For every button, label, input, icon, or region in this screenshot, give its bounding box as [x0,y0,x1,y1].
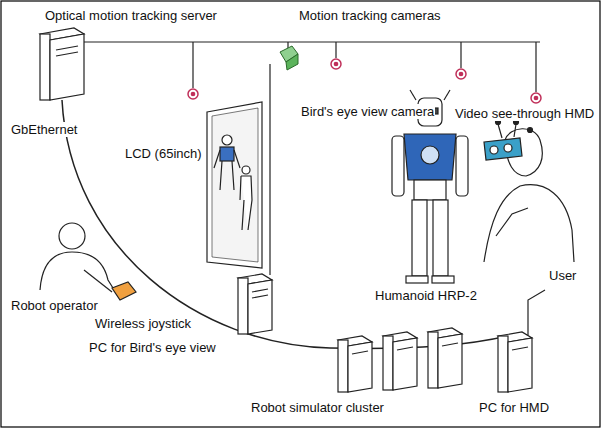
pc-tower [252,295,268,298]
user-person [496,208,528,236]
camera-cable [460,42,461,68]
label: PC for HMD [478,400,550,415]
lcd-screen [214,150,240,190]
humanoid-robot [410,90,416,100]
birds-eye-camera [286,54,298,70]
pc-tower [348,342,372,392]
label: User [548,268,577,283]
pc-tower [40,34,50,100]
pc-tower [508,338,532,392]
pc-tower [352,351,368,354]
user-person [514,124,516,137]
user-person [484,185,574,262]
motion-camera [534,96,537,99]
user-person [484,138,522,160]
motion-camera [188,89,198,99]
humanoid-robot [432,276,454,283]
user-person [490,146,498,154]
humanoid-robot [406,276,428,283]
robot-operator [40,223,136,300]
pc-tower [498,336,508,392]
robot-operator [59,223,85,249]
motion-camera [456,69,466,79]
camera-cable [82,41,540,42]
label: Robot simulator cluster [250,400,385,415]
lcd-screen [207,102,262,268]
humanoid-robot [456,136,468,196]
lcd-screen [220,147,234,161]
hmd-cable [528,290,545,335]
robot-operator [112,282,136,300]
pc-tower [248,280,272,334]
humanoid-robot [444,90,450,100]
label: Humanoid HRP-2 [374,288,478,303]
label: Video see-through HMD [454,106,595,121]
label: Motion tracking cameras [298,8,442,23]
humanoid-robot [433,200,448,276]
label: Optical motion tracking server [44,8,218,23]
lcd-screen [222,135,232,145]
lcd-screen [242,166,250,174]
humanoid-robot [404,134,456,180]
motion-camera [531,93,541,103]
label: Bird's eye view camera [300,104,435,119]
label: Robot operator [10,298,99,313]
motion-camera [331,59,341,69]
motion-camera [459,72,462,75]
user-person [504,144,512,152]
pc-tower [40,28,532,392]
robot-operator [40,252,118,296]
lcd-screen [212,108,258,262]
humanoid-robot [392,136,404,196]
user-person [498,124,502,138]
camera-cable [335,42,336,58]
user-person [528,128,533,133]
lcd-screen [207,102,262,268]
pc-tower [338,340,348,392]
camera-pole [269,64,270,275]
pc-tower [512,347,528,350]
pc-tower [393,338,417,390]
pc-tower [383,336,393,390]
humanoid-robot [412,200,427,276]
birds-eye-camera [280,46,298,70]
label: GbEthernet [10,122,79,137]
lcd-screen [240,176,252,230]
pc-tower [428,332,438,388]
pc-tower [238,278,248,334]
pc-tower [50,34,84,100]
user-person [484,120,574,263]
label: LCD (65inch) [124,146,203,161]
ethernet-cable [62,100,512,348]
motion-camera [334,62,337,65]
label: PC for Bird's eye view [88,340,217,355]
label: Wireless joystick [94,316,192,331]
humanoid-robot [421,146,439,164]
pc-tower [252,289,268,292]
camera-cable [535,42,536,92]
camera-cable [192,42,193,88]
motion-camera [188,59,541,103]
pc-tower [56,52,78,56]
robot-operator [84,270,112,292]
pc-tower [438,334,462,388]
pc-tower [442,343,458,346]
pc-tower [397,347,413,350]
camera-cable [82,42,540,92]
pc-tower [56,46,78,50]
motion-camera [191,92,194,95]
humanoid-robot [414,180,446,200]
